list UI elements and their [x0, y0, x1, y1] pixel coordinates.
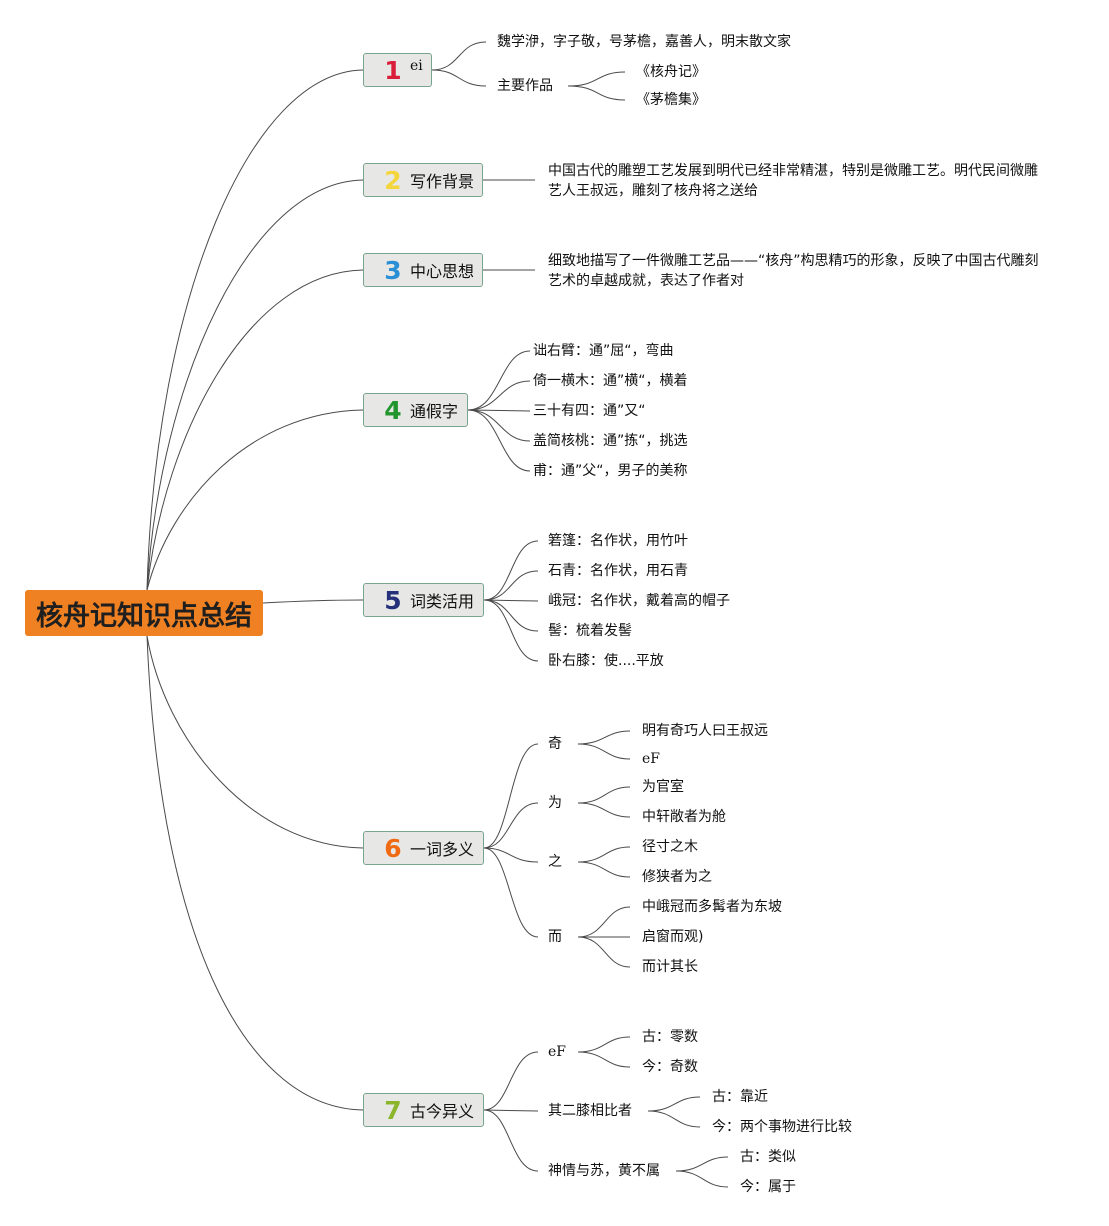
topic-7-item-3-child-1[interactable]: 古：类似	[740, 1149, 796, 1165]
topic-6-item-2-child-2[interactable]: 中轩敞者为舱	[642, 809, 726, 825]
topic-7-item-2-child-2[interactable]: 今：两个事物进行比较	[712, 1119, 852, 1135]
topic-6-label: 一词多义	[410, 840, 475, 859]
topic-4[interactable]: 4 通假字	[363, 393, 468, 427]
topic-6-item-4[interactable]: 而	[548, 929, 562, 945]
link-root-topic-7	[146, 635, 364, 1111]
topic-7-item-2-child-1[interactable]: 古：靠近	[712, 1089, 768, 1105]
topic-6-item-1-child-1[interactable]: 明有奇巧人曰王叔远	[642, 723, 768, 739]
topic-6-item-3-child-2[interactable]: 修狭者为之	[642, 869, 712, 885]
topic-7-item-1-child-1[interactable]: 古：零数	[642, 1029, 698, 1045]
root-title: 核舟记知识点总结	[36, 600, 252, 632]
number-1-icon: 1	[384, 55, 402, 85]
topic-4-item-2[interactable]: 倚一横木：通”横“，横着	[533, 373, 688, 389]
number-6-icon: 6	[384, 833, 402, 863]
topic-7-item-3[interactable]: 神情与苏，黄不属	[548, 1163, 660, 1179]
topic-1-item-1[interactable]: 魏学洢，字子敬，号茅檐，嘉善人，明末散文家	[497, 34, 791, 50]
number-4-icon: 4	[384, 395, 402, 425]
topic-3-item-1[interactable]: 细致地描写了一件微雕工艺品——“核舟”构思精巧的形象，反映了中国古代雕刻艺术的卓…	[548, 253, 1039, 289]
link-root-topic-1	[146, 69, 364, 591]
link-root-topic-5	[262, 599, 364, 604]
topic-6[interactable]: 6 一词多义	[363, 831, 484, 865]
topic-1-item-2-child-2[interactable]: 《茅檐集》	[636, 92, 706, 108]
topic-7[interactable]: 7 古今异义	[363, 1093, 484, 1127]
topic-6-item-4-child-2[interactable]: 启窗而观)	[642, 929, 704, 945]
topic-7-item-1-child-2[interactable]: 今：奇数	[642, 1059, 698, 1075]
topic-1[interactable]: 1 ei	[363, 53, 432, 87]
root-node[interactable]: 核舟记知识点总结	[25, 590, 263, 636]
topic-2[interactable]: 2 写作背景	[363, 163, 483, 197]
topic-6-item-1-child-2[interactable]: eF	[642, 751, 660, 767]
topic-5-item-1[interactable]: 箬篷：名作状，用竹叶	[548, 533, 688, 549]
topic-4-item-3[interactable]: 三十有四：通”又“	[533, 403, 646, 419]
link-root-topic-3	[146, 269, 364, 591]
topic-5-label: 词类活用	[410, 592, 475, 611]
topic-2-item-1[interactable]: 中国古代的雕塑工艺发展到明代已经非常精湛，特别是微雕工艺。明代民间微雕艺人王叔远…	[548, 163, 1038, 199]
topic-7-item-1[interactable]: eF	[548, 1044, 566, 1060]
topic-1-label: ei	[410, 58, 423, 74]
topic-3[interactable]: 3 中心思想	[363, 253, 483, 287]
topic-7-item-2[interactable]: 其二膝相比者	[548, 1103, 632, 1119]
topic-6-item-4-child-3[interactable]: 而计其长	[642, 959, 698, 975]
topic-4-item-4[interactable]: 盖简核桃：通”拣“，挑选	[533, 433, 688, 449]
topic-2-label: 写作背景	[410, 172, 475, 191]
link-root-topic-2	[146, 179, 364, 591]
topic-6-item-3[interactable]: 之	[548, 854, 562, 870]
topic-5[interactable]: 5 词类活用	[363, 583, 484, 617]
topic-5-item-2[interactable]: 石青：名作状，用石青	[548, 563, 688, 579]
topic-4-label: 通假字	[410, 402, 459, 421]
topic-4-item-5[interactable]: 甫：通”父“，男子的美称	[533, 463, 688, 479]
topic-6-item-2[interactable]: 为	[548, 795, 562, 811]
topic-6-item-3-child-1[interactable]: 径寸之木	[642, 839, 698, 855]
topic-7-item-3-child-2[interactable]: 今：属于	[740, 1179, 796, 1195]
topic-5-item-4[interactable]: 髻：梳着发髻	[548, 623, 632, 639]
topic-1-item-2-child-1[interactable]: 《核舟记》	[636, 64, 706, 80]
topic-6-item-4-child-1[interactable]: 中峨冠而多髯者为东坡	[642, 899, 782, 915]
topic-6-item-2-child-1[interactable]: 为官室	[642, 779, 684, 795]
number-7-icon: 7	[384, 1095, 402, 1125]
topic-5-item-5[interactable]: 卧右膝：使....平放	[548, 653, 664, 669]
topic-7-label: 古今异义	[410, 1102, 475, 1121]
number-5-icon: 5	[384, 585, 402, 615]
topic-1-item-2[interactable]: 主要作品	[497, 78, 553, 94]
topic-5-item-3[interactable]: 峨冠：名作状，戴着高的帽子	[548, 593, 730, 609]
link-root-topic-4	[146, 409, 364, 591]
number-2-icon: 2	[384, 165, 402, 195]
link-root-topic-6	[146, 635, 364, 849]
topic-3-label: 中心思想	[410, 262, 475, 281]
number-3-icon: 3	[384, 255, 402, 285]
topic-4-item-1[interactable]: 诎右臂：通”屈“，弯曲	[533, 343, 674, 359]
topic-6-item-1[interactable]: 奇	[548, 736, 562, 752]
